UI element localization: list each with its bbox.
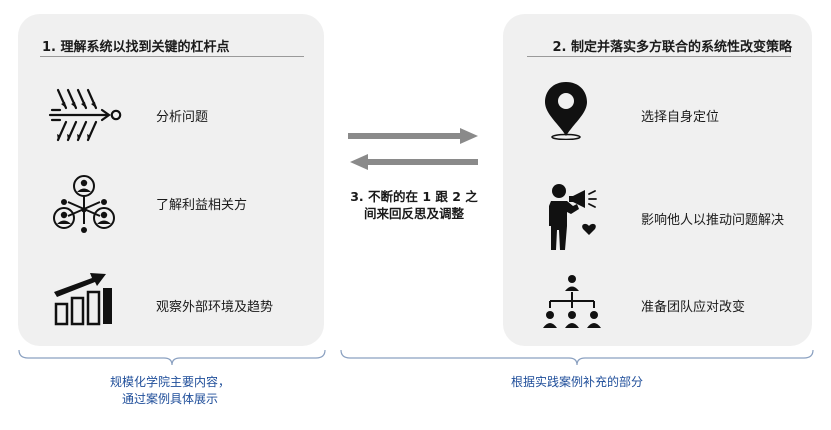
iteration-note: 3. 不断的在 1 跟 2 之 间来回反思及调整 [340, 188, 488, 222]
left-footer-line1: 规模化学院主要内容， [109, 375, 230, 389]
arrow-right [348, 128, 478, 144]
right-item-label-3: 准备团队应对改变 [641, 300, 746, 315]
right-item-label-2: 影响他人以推动问题解决 [641, 213, 785, 228]
fishbone-icon [48, 88, 122, 142]
right-panel-title: 2. 制定并落实多方联合的系统性改变策略 [552, 40, 792, 55]
right-panel-divider [527, 56, 791, 57]
left-brace [18, 349, 326, 366]
left-panel-title: 1. 理解系统以找到关键的杠杆点 [42, 40, 230, 55]
left-item-label-2: 了解利益相关方 [156, 198, 248, 213]
iteration-note-line1: 3. 不断的在 1 跟 2 之 [350, 189, 478, 204]
iteration-note-line2: 间来回反思及调整 [363, 206, 464, 221]
left-panel: 1. 理解系统以找到关键的杠杆点 分 [18, 14, 324, 346]
left-footer-label: 规模化学院主要内容， 通过案例具体展示 [80, 374, 260, 408]
arrow-left [350, 154, 478, 170]
megaphone-person-icon [549, 184, 597, 250]
stakeholder-network-icon [53, 175, 115, 233]
right-panel: 2. 制定并落实多方联合的系统性改变策略 选择自身定位 影响他人以推动问题解决 [503, 14, 812, 346]
location-pin-icon [545, 82, 587, 140]
org-chart-icon [543, 275, 601, 328]
right-footer-label: 根据实践案例补充的部分 [510, 375, 643, 389]
trend-bars-icon [54, 273, 112, 326]
left-item-label-1: 分析问题 [156, 110, 209, 125]
left-item-label-3: 观察外部环境及趋势 [156, 300, 274, 315]
right-item-label-1: 选择自身定位 [641, 110, 720, 125]
right-brace [340, 349, 814, 366]
left-panel-divider [40, 56, 304, 57]
left-footer-line2: 通过案例具体展示 [121, 392, 218, 406]
